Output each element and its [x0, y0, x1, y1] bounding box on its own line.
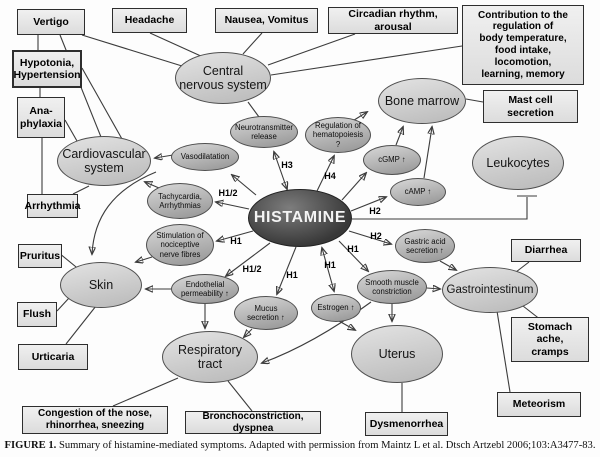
box-bronchoconstriction: Bronchoconstriction, dyspnea [185, 411, 321, 434]
ellipse-neurotransmitter-release: Neurotransmitter release [230, 116, 298, 148]
ellipse-gastrointestinum: Gastrointestinum [442, 267, 538, 313]
line-flush-skin [56, 297, 70, 312]
line-urticaria-skin [65, 305, 97, 345]
box-headache: Headache [112, 8, 187, 33]
receptor-label-h4: H4 [324, 171, 336, 181]
ellipse-tachycardia-arrhythmias: Tachycardia, Arrhythmias [147, 183, 213, 219]
ellipse-gastric-acid-secretion: Gastric acid secretion ↑ [395, 229, 455, 263]
box-flush: Flush [17, 302, 57, 327]
ellipse-skin: Skin [60, 262, 142, 308]
arrow-histamine-gastric-acid [348, 230, 391, 244]
arrow-histamine-hematopoiesis [316, 156, 334, 192]
box-congestion-nose: Congestion of the nose, rhinorrhea, snee… [22, 406, 168, 434]
line-respiratory-congestion [112, 377, 179, 407]
arrow-smooth-muscle-gastro [426, 288, 440, 289]
ellipse-uterus: Uterus [351, 325, 443, 383]
line-contribution-cns [270, 45, 463, 76]
arrow-histamine-smooth-muscle [338, 240, 368, 271]
line-bonemarrow-mastcell [465, 98, 484, 103]
ellipse-estrogen: Estrogen ↑ [311, 294, 361, 322]
ellipse-endothelial-permeability: Endothelial permeability ↑ [171, 274, 239, 304]
receptor-label-h12-endothelial: H1/2 [242, 264, 262, 274]
ellipse-nociceptive-fibres: Stimulation of nociceptive nerve fibres [146, 224, 214, 266]
box-urticaria: Urticaria [18, 344, 88, 370]
box-vertigo: Vertigo [17, 9, 85, 35]
ellipse-mucus-secretion: Mucus secretion ↑ [234, 296, 298, 330]
arrow-gastric-acid-gastro [439, 260, 456, 270]
arrow-histamine-cgmp [341, 173, 366, 201]
receptor-label-h1-nociceptive: H1 [230, 236, 242, 246]
ellipse-camp: cAMP ↑ [390, 178, 446, 206]
ellipse-cardiovascular-system: Cardiovascular system [57, 136, 151, 186]
box-stomach-ache: Stomach ache, cramps [511, 317, 589, 362]
arrow-histamine-vasodilatation [232, 175, 257, 196]
line-circadian-cns [267, 33, 356, 66]
arrow-cgmp-bonemarrow [395, 127, 403, 146]
receptor-label-h2-camp: H2 [369, 206, 381, 216]
box-anaphylaxia: Ana- phylaxia [17, 97, 65, 138]
ellipse-respiratory-tract: Respiratory tract [162, 331, 258, 383]
box-arrhythmia: Arrhythmia [25, 194, 81, 218]
box-meteorism: Meteorism [497, 392, 581, 417]
box-hypotonia-hypertension: Hypotonia, Hypertension [12, 50, 82, 88]
box-mast-cell-secretion: Mast cell secretion [483, 90, 578, 123]
line-gastro-diarrhea [515, 261, 530, 273]
arrow-histamine-camp [350, 197, 386, 212]
line-hypotonia-cardiovascular [81, 67, 123, 140]
ellipse-cgmp: cGMP ↑ [363, 145, 421, 175]
arrow-histamine-mucus [277, 246, 297, 294]
arrow-nociceptive-skin [136, 257, 153, 262]
box-diarrhea: Diarrhea [511, 239, 581, 262]
ellipse-vasodilatation: Vasodilatation [171, 143, 239, 171]
receptor-label-h12-upper: H1/2 [218, 188, 238, 198]
arrow-histamine-neurotransmitter [274, 152, 287, 189]
receptor-label-h1-estrogen: H1 [324, 260, 336, 270]
arrow-mucus-respiratory [244, 328, 253, 337]
line-arrhythmia-cardiovascular [72, 185, 90, 195]
arrow-vasodilatation-skin [92, 171, 157, 254]
ellipse-central-nervous-system: Central nervous system [175, 52, 271, 104]
line-nausea-cns [242, 32, 263, 55]
line-headache-cns [149, 32, 204, 58]
figure-caption-text: Summary of histamine-mediated symptoms. … [58, 440, 596, 451]
arrow-vasodilatation-cardiovascular [155, 155, 174, 158]
box-contribution-regulation: Contribution to the regulation of body t… [462, 5, 584, 85]
ellipse-regulation-hematopoiesis: Regulation of hematopoiesis ? [305, 117, 371, 153]
line-respiratory-bronchoconstriction [227, 380, 253, 412]
arrow-histamine-tachycardia [216, 202, 250, 210]
box-nausea-vomitus: Nausea, Vomitus [215, 8, 318, 33]
ellipse-bone-marrow: Bone marrow [378, 78, 466, 124]
arrow-histamine-endothelial [226, 242, 271, 276]
line-cns-neurotransmitter [247, 101, 260, 118]
arrow-histamine-estrogen [322, 248, 334, 291]
figure-caption-label: FIGURE 1. [4, 440, 57, 451]
line-vertigo-cns [81, 34, 183, 67]
figure-caption: FIGURE 1. Summary of histamine-mediated … [0, 440, 600, 451]
box-pruritus: Pruritus [18, 244, 62, 268]
arrow-camp-bonemarrow [423, 127, 432, 179]
receptor-label-h3: H3 [281, 160, 293, 170]
receptor-label-h2-gastric: H2 [370, 231, 382, 241]
line-histamine-leukocytes-inhibition [352, 197, 528, 220]
receptor-label-h1-smooth-muscle: H1 [347, 244, 359, 254]
arrow-estrogen-uterus [338, 320, 355, 330]
arrow-histamine-nociceptive [217, 230, 254, 241]
line-gastro-meteorism [496, 310, 511, 393]
receptor-label-h1-mucus: H1 [286, 270, 298, 280]
ellipse-leukocytes: Leukocytes [472, 136, 564, 190]
histamine-node: HISTAMINE [248, 189, 352, 247]
ellipse-smooth-muscle-constriction: Smooth muscle constriction [357, 270, 427, 304]
box-circadian-rhythm: Circadian rhythm, arousal [328, 7, 458, 34]
box-dysmenorrhea: Dysmenorrhea [365, 412, 448, 436]
